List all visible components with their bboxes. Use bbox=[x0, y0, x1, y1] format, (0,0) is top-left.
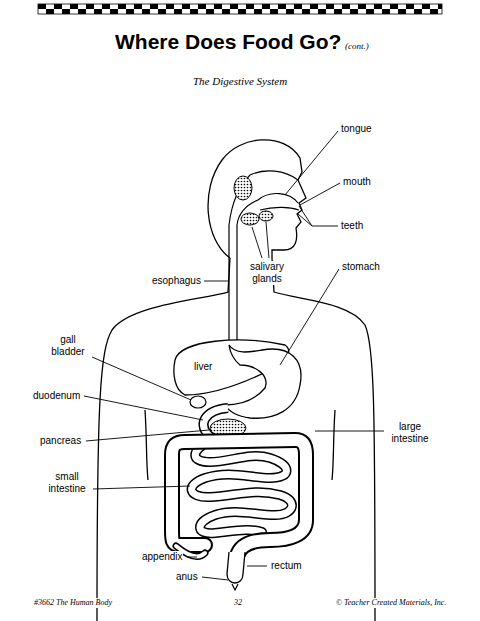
leader-line bbox=[187, 557, 197, 558]
leader-line bbox=[252, 222, 269, 258]
part-label: large intestine bbox=[385, 421, 435, 445]
leader-line bbox=[84, 396, 203, 420]
leader-line bbox=[204, 281, 228, 282]
leader-lines bbox=[84, 131, 384, 580]
mouth-parts bbox=[229, 171, 299, 225]
leader-line bbox=[247, 566, 267, 567]
subtitle: The Digestive System bbox=[193, 75, 287, 88]
rectum-shape bbox=[227, 552, 245, 583]
sublingual-gland bbox=[259, 211, 273, 221]
pharynx-back bbox=[237, 200, 258, 225]
parotid-gland bbox=[234, 176, 252, 200]
part-label: mouth bbox=[343, 176, 371, 188]
tongue-shape bbox=[258, 194, 298, 203]
part-label: salivary glands bbox=[241, 261, 293, 285]
large-intestine-tube bbox=[172, 440, 306, 557]
left-arm-line bbox=[145, 410, 148, 480]
jaw-line bbox=[260, 207, 299, 210]
checker-pattern bbox=[38, 4, 442, 14]
part-label: anus bbox=[176, 571, 198, 583]
large-intestine-outline bbox=[172, 440, 306, 556]
esophagus-wall bbox=[236, 225, 237, 348]
stomach-shape bbox=[225, 345, 301, 418]
small-intestine-outline bbox=[192, 440, 292, 533]
leader-line bbox=[202, 577, 228, 580]
leader-line bbox=[298, 206, 338, 226]
right-arm-line bbox=[332, 410, 335, 480]
part-label: tongue bbox=[341, 123, 372, 135]
head-outline bbox=[208, 140, 306, 258]
footer-text: © Teacher Created Materials, Inc. bbox=[336, 598, 446, 608]
part-label: appendix bbox=[142, 551, 183, 563]
page-number: 32 bbox=[234, 598, 242, 608]
leader-line bbox=[285, 131, 338, 195]
gall-bladder-shape bbox=[190, 396, 206, 408]
part-label: rectum bbox=[271, 560, 302, 572]
part-label: esophagus bbox=[152, 275, 201, 287]
large-intestine-fill bbox=[172, 440, 306, 556]
part-label: duodenum bbox=[33, 390, 80, 402]
esophagus-wall bbox=[228, 225, 229, 350]
leader-line bbox=[93, 486, 190, 489]
part-label: gall bladder bbox=[45, 334, 91, 358]
leader-line bbox=[92, 357, 191, 400]
part-label: small intestine bbox=[42, 471, 92, 495]
footer-text: #3662 The Human Body bbox=[34, 598, 112, 608]
small-intestine-coils bbox=[192, 440, 292, 533]
anus-shape bbox=[232, 584, 238, 590]
palate bbox=[250, 171, 298, 180]
checker-bar bbox=[38, 4, 442, 14]
body-outline bbox=[97, 140, 375, 621]
checker-border bbox=[38, 4, 442, 14]
leader-line bbox=[300, 183, 340, 205]
leader-line bbox=[315, 431, 384, 432]
part-label: teeth bbox=[341, 220, 363, 232]
title-note: (cont.) bbox=[345, 41, 369, 52]
page-title: Where Does Food Go? bbox=[115, 30, 341, 54]
part-label: pancreas bbox=[40, 435, 81, 447]
salivary-glands bbox=[234, 176, 273, 225]
esophagus-tube bbox=[229, 225, 237, 350]
small-intestine-fill bbox=[192, 440, 292, 533]
submandibular-gland bbox=[241, 213, 259, 225]
leader-line bbox=[86, 430, 209, 441]
part-label: liver bbox=[194, 361, 212, 373]
part-label: stomach bbox=[342, 261, 380, 273]
